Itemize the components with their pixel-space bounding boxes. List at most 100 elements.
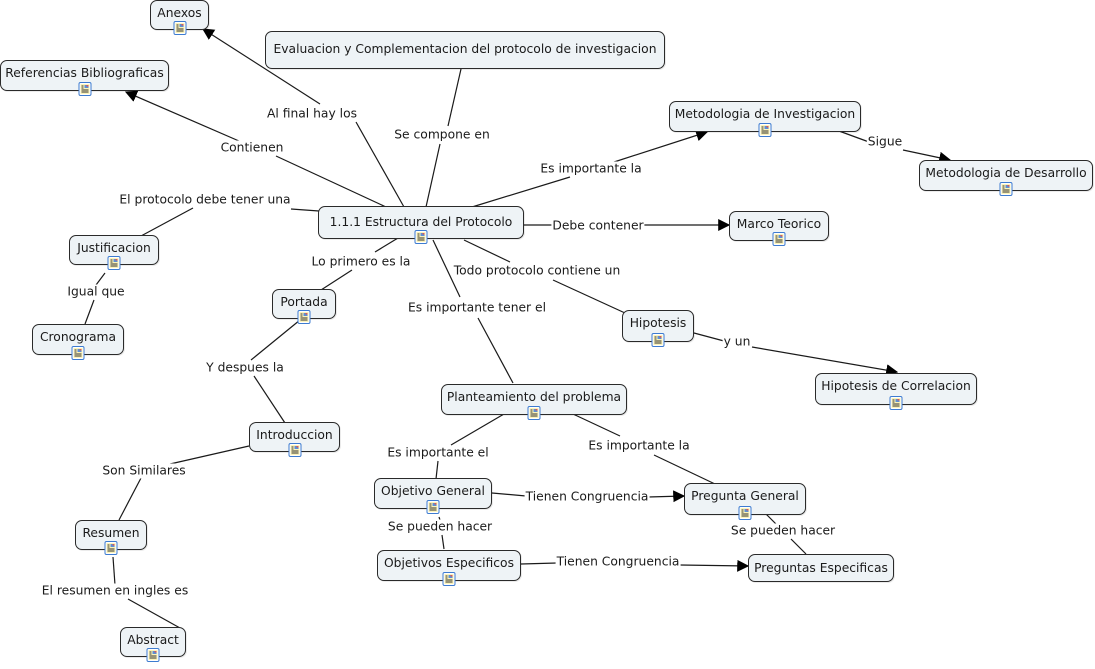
link-label-y-un[interactable]: y un	[722, 334, 752, 350]
document-image-icon[interactable]	[651, 333, 665, 347]
document-image-icon[interactable]	[889, 396, 903, 410]
document-image-icon[interactable]	[414, 230, 428, 244]
node-planteamiento[interactable]: Planteamiento del problema	[441, 384, 627, 420]
connector-lo-primero-2	[320, 269, 353, 291]
node-hipotesis-correlacion[interactable]: Hipotesis de Correlacion	[815, 373, 977, 410]
node-objetivo-general[interactable]: Objetivo General	[374, 478, 492, 514]
connector-contienen	[275, 155, 387, 208]
node-resumen[interactable]: Resumen	[75, 520, 147, 555]
node-abstract[interactable]: Abstract	[120, 627, 186, 662]
document-image-icon[interactable]	[71, 346, 85, 360]
node-label: Anexos	[157, 6, 202, 20]
connector-met-inv	[471, 176, 571, 208]
connector-congruencia-2-arrow	[679, 559, 750, 572]
connector-similares-2	[118, 477, 142, 521]
connector-met-inv-arrow	[613, 129, 709, 163]
connector-y-despues-2	[253, 375, 286, 424]
link-label-es-importante-el[interactable]: Es importante el	[386, 445, 490, 461]
node-preguntas-especificas[interactable]: Preguntas Especificas	[748, 554, 894, 582]
document-image-icon[interactable]	[107, 256, 121, 270]
link-label-hacer-1[interactable]: Se pueden hacer	[386, 519, 494, 535]
connector-congruencia-1-arrow	[647, 490, 686, 503]
connector-hacer-1-2	[441, 534, 445, 550]
document-image-icon[interactable]	[426, 500, 440, 514]
document-image-icon[interactable]	[146, 648, 160, 662]
node-marco-teorico[interactable]: Marco Teorico	[729, 211, 829, 246]
document-image-icon[interactable]	[297, 310, 311, 324]
node-pregunta-general[interactable]: Pregunta General	[684, 483, 806, 520]
document-image-icon[interactable]	[758, 123, 772, 137]
connector-todo-protocolo-2	[552, 279, 626, 314]
link-label-debe-contener[interactable]: Debe contener	[551, 218, 645, 234]
node-anexos[interactable]: Anexos	[150, 0, 209, 35]
connector-es-imp-la	[572, 413, 621, 437]
document-image-icon[interactable]	[527, 406, 541, 420]
node-label: Referencias Bibliograficas	[5, 66, 164, 80]
connector-todo-protocolo	[463, 239, 511, 263]
node-label: Pregunta General	[691, 489, 799, 503]
node-hipotesis[interactable]: Hipotesis	[622, 310, 694, 347]
link-label-hacer-2[interactable]: Se pueden hacer	[729, 523, 837, 539]
node-label: Metodologia de Investigacion	[674, 107, 856, 121]
document-image-icon[interactable]	[104, 541, 118, 555]
node-estructura[interactable]: 1.1.1 Estructura del Protocolo	[318, 206, 524, 244]
link-label-es-importante-la-met[interactable]: Es importante la	[539, 161, 643, 177]
connector-se-compone	[447, 68, 462, 127]
connector-similares	[169, 445, 250, 465]
link-label-debe-tener[interactable]: El protocolo debe tener una	[118, 192, 292, 208]
connector-ingles-2	[127, 598, 181, 629]
node-label: Preguntas Especificas	[754, 561, 888, 575]
document-image-icon[interactable]	[999, 182, 1013, 196]
connector-es-imp-el	[450, 413, 505, 446]
link-label-es-importante-la-preg[interactable]: Es importante la	[587, 438, 691, 454]
connector-congruencia-2	[520, 562, 558, 565]
link-label-igual-que[interactable]: Igual que	[66, 284, 126, 300]
connector-sigue	[838, 130, 870, 143]
document-image-icon[interactable]	[288, 443, 301, 457]
link-label-tener-el[interactable]: Es importante tener el	[406, 300, 548, 316]
link-label-congruencia-2[interactable]: Tienen Congruencia	[555, 554, 681, 570]
node-metodologia-desarrollo[interactable]: Metodologia de Desarrollo	[919, 160, 1093, 196]
node-label: Justificacion	[77, 241, 151, 255]
connector-es-imp-el-2	[435, 460, 439, 480]
link-label-contienen[interactable]: Contienen	[219, 140, 285, 156]
connector-sigue-arrow	[902, 149, 952, 164]
link-label-y-despues[interactable]: Y despues la	[205, 360, 285, 376]
connector-lo-primero	[374, 237, 399, 253]
node-label: Objetivo General	[381, 484, 485, 498]
document-image-icon[interactable]	[772, 232, 786, 246]
link-label-lo-primero[interactable]: Lo primero es la	[310, 254, 412, 270]
link-label-se-compone[interactable]: Se compone en	[393, 127, 491, 143]
node-label: 1.1.1 Estructura del Protocolo	[329, 215, 513, 229]
connector-debe-tener	[290, 208, 320, 212]
link-label-congruencia-1[interactable]: Tienen Congruencia	[524, 489, 650, 505]
node-label: Portada	[280, 295, 328, 309]
node-objetivos-especificos[interactable]: Objetivos Especificos	[377, 550, 521, 586]
node-metodologia-investigacion[interactable]: Metodologia de Investigacion	[669, 101, 861, 137]
node-introduccion[interactable]: Introduccion	[249, 422, 340, 457]
link-label-son-similares[interactable]: Son Similares	[101, 463, 187, 479]
node-portada[interactable]: Portada	[272, 289, 336, 324]
connector-al-final	[355, 121, 405, 208]
connector-debe-tener-2	[140, 207, 194, 237]
link-label-todo-protocolo[interactable]: Todo protocolo contiene un	[452, 263, 622, 279]
document-image-icon[interactable]	[738, 506, 752, 520]
link-label-al-final[interactable]: Al final hay los	[266, 106, 358, 122]
node-label: Metodologia de Desarrollo	[925, 166, 1087, 180]
connector-es-imp-la-2	[653, 454, 716, 485]
link-label-sigue[interactable]: Sigue	[866, 134, 904, 150]
connector-igual-que-2	[84, 299, 95, 325]
node-label: Resumen	[82, 526, 140, 540]
connector-y-despues	[250, 319, 301, 361]
node-referencias[interactable]: Referencias Bibliograficas	[0, 60, 169, 96]
document-image-icon[interactable]	[442, 572, 456, 586]
node-cronograma[interactable]: Cronograma	[32, 324, 124, 360]
connector-contienen-arrow	[124, 90, 240, 142]
node-justificacion[interactable]: Justificacion	[69, 235, 159, 270]
link-label-en-ingles[interactable]: El resumen en ingles es	[40, 583, 190, 599]
connector-hacer-2-2	[790, 538, 807, 555]
node-label: Abstract	[127, 633, 179, 647]
document-image-icon[interactable]	[78, 82, 91, 96]
node-evaluacion[interactable]: Evaluacion y Complementacion del protoco…	[265, 31, 665, 69]
document-image-icon[interactable]	[173, 21, 186, 35]
